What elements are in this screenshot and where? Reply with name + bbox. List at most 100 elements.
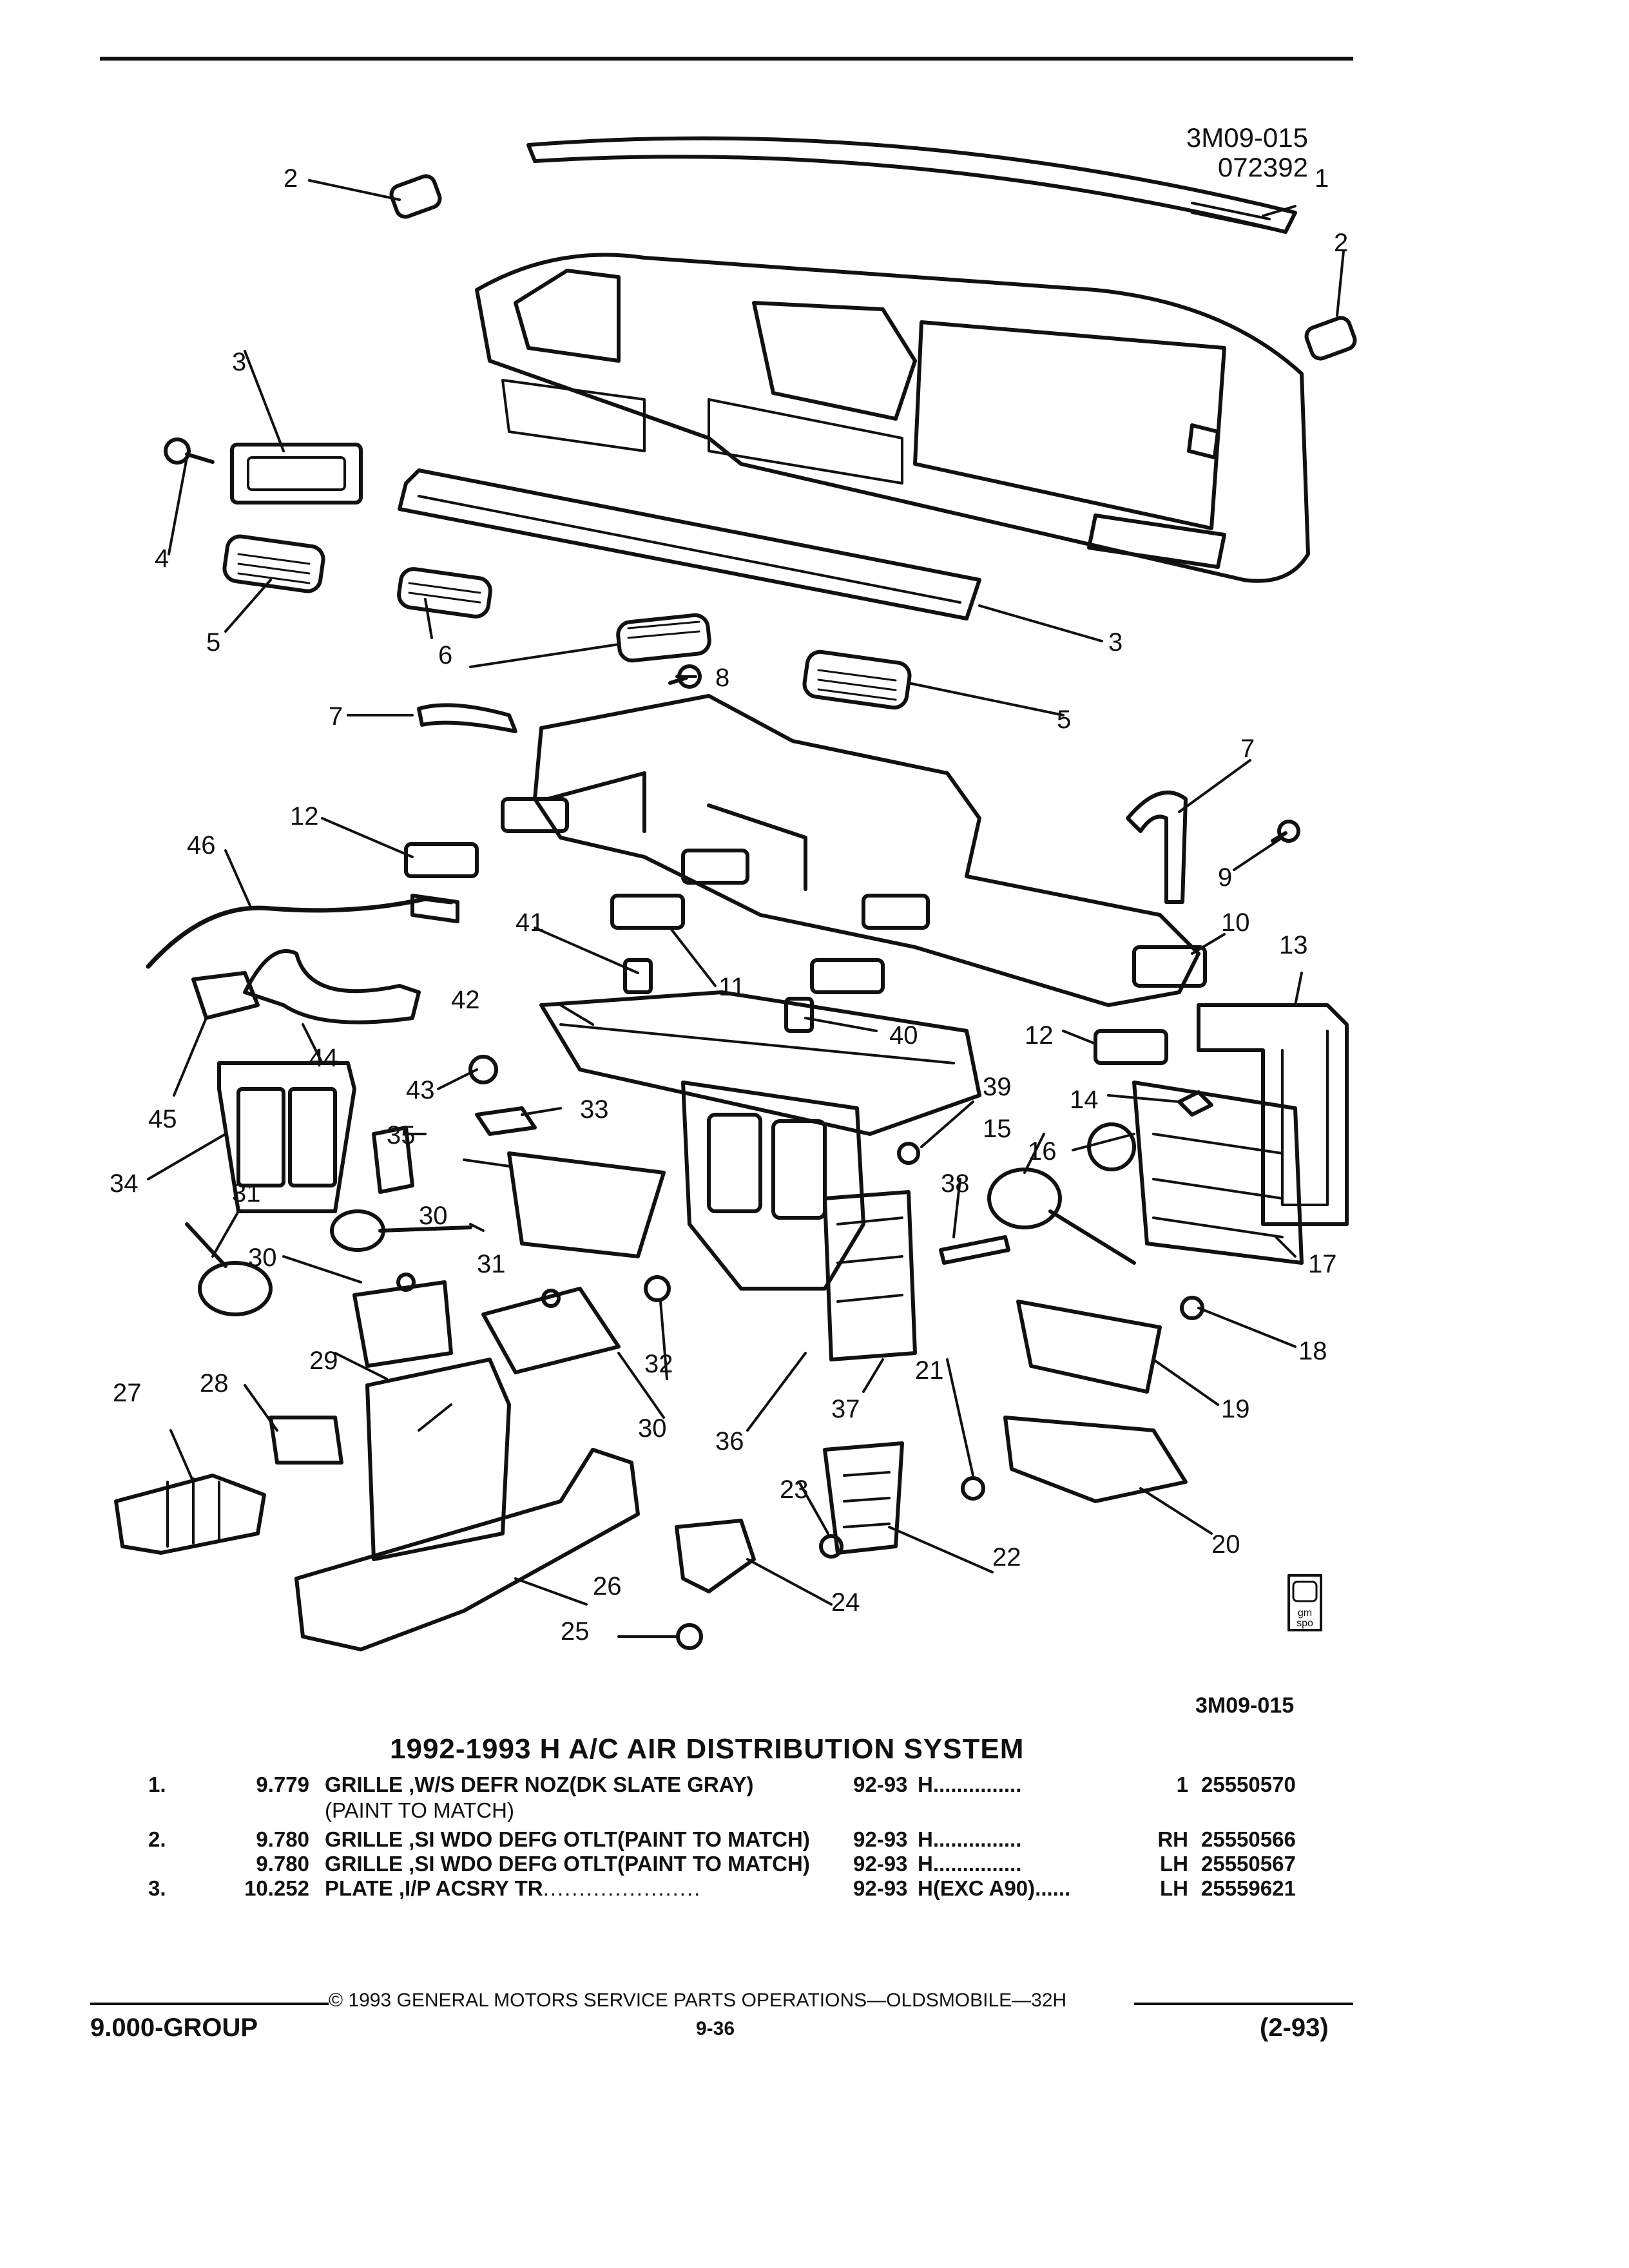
callout: 13 [1279,931,1308,959]
part-21-screw [961,1476,985,1501]
part-39-screw [897,1142,920,1165]
callout: 10 [1221,908,1250,937]
part-row: 2. 9.780 GRILLE ,SI WDO DEFG OTLT(PAINT … [148,1827,1296,1851]
callout: 31 [232,1179,261,1207]
part-30-door-upper [507,1151,666,1258]
part-36-module-case [681,1081,917,1361]
callout: 30 [248,1244,277,1272]
part-12-outlet-upper [404,842,479,878]
callout: 20 [1211,1530,1240,1559]
gm-spo-logo [1287,1574,1322,1631]
figure-date-code: 072392 [1217,152,1308,182]
part-5-outlet-right [802,649,912,710]
callout: 5 [206,628,220,657]
part-32-grommet [644,1275,671,1302]
part-31-actuator-upper [330,1209,472,1252]
part-43-grommet [468,1055,498,1084]
part-42-case-upper [539,990,981,1136]
callout: 32 [644,1350,673,1378]
callout: 46 [187,831,216,860]
part-6-outlet-center [616,613,711,663]
part-28-adapter [269,1416,343,1465]
footer-rule-left [90,2003,329,2005]
callout: 18 [1298,1337,1327,1365]
callout: 2 [284,164,298,193]
callout: 24 [831,1588,860,1617]
leader-lines [147,179,1345,1638]
part-35-seal [372,1126,414,1194]
part-26-floor-duct [294,1448,640,1651]
callout: 2 [1334,229,1348,257]
callout: 27 [113,1379,142,1407]
callout: 21 [915,1356,944,1385]
part-15-actuator [987,1168,1136,1265]
exploded-parts-diagram: 1 2 2 3 3 4 5 5 6 7 7 8 9 10 11 12 12 13… [110,136,1357,1651]
callout: 22 [992,1543,1021,1571]
revision-date: (2-93) [1260,2013,1329,2042]
part-29-riser [365,1358,511,1561]
callout: 26 [593,1572,622,1600]
part-6-outlet-left [397,567,492,619]
part-11-outlet-left [610,894,685,930]
part-34-frame [217,1061,356,1213]
callout: 29 [309,1347,338,1375]
part-13-frame [1197,1003,1349,1226]
part-12-outlet-right [1094,1029,1168,1065]
part-46-cable [146,894,459,969]
figure-code-top: 3M09-015 [1186,122,1308,153]
callout: 30 [638,1414,667,1443]
callout: 33 [580,1095,609,1124]
section-title: 1992-1993 H A/C AIR DISTRIBUTION SYSTEM [390,1733,1025,1765]
part-2-side-grille-left [389,174,442,219]
part-7-hose-right [1126,791,1188,904]
callout: 38 [941,1169,970,1198]
part-2-side-grille-right [1304,316,1357,361]
callout: 17 [1308,1250,1337,1278]
callout: 31 [477,1250,506,1278]
part-3-plate-long [398,468,981,620]
part-19-duct [1016,1300,1162,1394]
callout: 23 [780,1475,809,1504]
part-17-heater-core [1132,1081,1304,1265]
callout: 1 [1315,164,1329,193]
part-44-hose [243,949,421,1024]
callout: 39 [983,1073,1012,1101]
callout: 43 [406,1076,435,1104]
part-11-outlet-right [810,958,885,994]
callout: 40 [889,1021,918,1050]
callout: 44 [309,1044,338,1072]
page-number: 9-36 [696,2018,735,2039]
part-40-clip [784,997,814,1033]
svg-text:gm: gm [1298,1608,1312,1619]
part-33-clamp [475,1106,537,1136]
part-45-connector [191,971,260,1020]
callout: 25 [561,1617,590,1646]
instrument-panel [475,253,1310,583]
callout: 45 [148,1105,177,1133]
part-24-bracket [675,1519,756,1593]
part-7-hose-left [417,703,517,733]
group-label: 9.000-GROUP [90,2013,258,2042]
part-20-duct [1003,1416,1188,1503]
figure-code-bottom: 3M09-015 [1195,1693,1295,1718]
footer-rule-right [1134,2003,1353,2005]
part-31-actuator-lower [185,1222,273,1316]
part-5-outlet-left [222,534,325,593]
part-row: 9.780 GRILLE ,SI WDO DEFG OTLT(PAINT TO … [256,1852,1296,1876]
callout: 35 [387,1121,416,1149]
part-4-screw [164,437,215,465]
part-41-clip [623,958,653,994]
callout: 9 [1218,863,1232,892]
callout: 30 [419,1202,448,1230]
part-16-ball [1087,1122,1136,1171]
callout: 4 [155,544,169,573]
callout: 6 [438,641,452,669]
part-38-rod [939,1235,1010,1265]
callout: 41 [516,908,545,937]
air-distribution-duct [501,694,1207,1007]
callout: 7 [1240,735,1255,763]
gm-spo-logo-text: gm spo [1296,1608,1313,1629]
part-22-boot [823,1441,904,1555]
part-18-screw [1180,1296,1204,1320]
callout: 11 [718,973,746,1001]
